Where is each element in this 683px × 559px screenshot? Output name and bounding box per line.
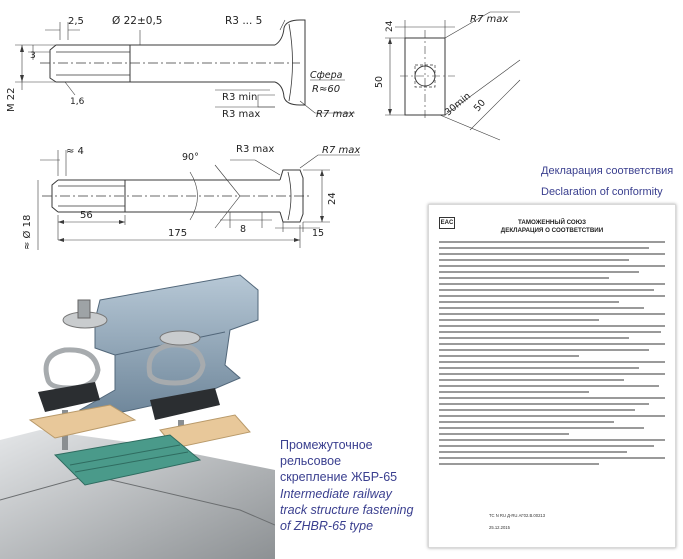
document-text-line bbox=[439, 271, 639, 273]
document-text-line bbox=[439, 373, 665, 375]
pad-left bbox=[28, 404, 137, 439]
dim-r3-min: R3 min bbox=[222, 92, 257, 103]
nut-dim-30min: 30min bbox=[443, 91, 473, 119]
technical-drawings: 2,5 Ø 22±0,5 R3 ... 5 3 M 22 1,6 Сфера R… bbox=[6, 11, 521, 250]
fastening-caption-en-line1: Intermediate railway bbox=[280, 487, 392, 501]
clamp-left bbox=[38, 382, 100, 412]
document-text-line bbox=[439, 367, 639, 369]
dim-sphere-radius: R≈60 bbox=[312, 84, 340, 95]
bolt-top-drawing bbox=[15, 19, 355, 114]
declaration-document: EAC ТАМОЖЕННЫЙ СОЮЗ ДЕКЛАРАЦИЯ О СООТВЕТ… bbox=[428, 204, 676, 548]
nut-dim-50: 50 bbox=[374, 76, 385, 88]
document-text-line bbox=[439, 421, 614, 423]
nut-dim-r7-max: R7 max bbox=[470, 14, 508, 25]
document-text-line bbox=[439, 397, 665, 399]
fastening-illustration bbox=[0, 274, 275, 559]
document-text-line bbox=[439, 361, 665, 363]
dim-m22: M 22 bbox=[6, 87, 17, 112]
document-text-line bbox=[439, 457, 665, 459]
clamp-clips bbox=[43, 299, 206, 391]
document-text-line bbox=[439, 349, 649, 351]
dim-1-6: 1,6 bbox=[70, 97, 85, 107]
document-text-line bbox=[439, 451, 627, 453]
document-text-line bbox=[439, 241, 665, 243]
document-text-line bbox=[439, 439, 665, 441]
dim-diameter-22: Ø 22±0,5 bbox=[112, 15, 162, 27]
document-title-line1: ТАМОЖЕННЫЙ СОЮЗ bbox=[517, 219, 586, 226]
fastening-caption-ru-line1: Промежуточное bbox=[280, 438, 373, 452]
document-text-line bbox=[439, 331, 661, 333]
document-text-line bbox=[439, 295, 665, 297]
document-title: ТАМОЖЕННЫЙ СОЮЗ ДЕКЛАРАЦИЯ О СООТВЕТСТВИ… bbox=[429, 219, 675, 235]
dim-r3-5: R3 ... 5 bbox=[225, 15, 262, 27]
document-text-line bbox=[439, 313, 665, 315]
document-text-line bbox=[439, 355, 579, 357]
document-text-line bbox=[439, 283, 665, 285]
dim-175: 175 bbox=[168, 228, 187, 239]
document-registration: TC N RU Д-RU.АГ02.В.00213 bbox=[489, 513, 546, 518]
nut-drawing bbox=[385, 11, 521, 141]
fastening-caption-en-line3: of ZHBR-65 type bbox=[280, 519, 374, 533]
document-text-line bbox=[439, 343, 665, 345]
eac-logo: EAC bbox=[439, 217, 455, 229]
document-text-line bbox=[439, 409, 635, 411]
nut-dim-50-diag: 50 bbox=[472, 98, 488, 114]
dim-r7-max-top: R7 max bbox=[316, 109, 354, 120]
fastening-caption-en: Intermediate railway track structure fas… bbox=[280, 486, 420, 534]
document-text-line bbox=[439, 415, 665, 417]
document-text-line bbox=[439, 325, 665, 327]
fastening-caption-en-line2: track structure fastening bbox=[280, 503, 414, 517]
fastening-caption-ru: Промежуточное рельсовое скрепление ЖБР-6… bbox=[280, 437, 420, 485]
document-text-line bbox=[439, 247, 649, 249]
document-text-line bbox=[439, 319, 599, 321]
document-title-line2: ДЕКЛАРАЦИЯ О СООТВЕТСТВИИ bbox=[500, 227, 604, 234]
document-text-line bbox=[439, 259, 629, 261]
document-text-line bbox=[439, 253, 665, 255]
dim-4: ≈ 4 bbox=[66, 146, 84, 157]
document-text-line bbox=[439, 433, 569, 435]
document-valid-until: 25.12.2015 bbox=[489, 525, 510, 530]
document-text-line bbox=[439, 307, 644, 309]
dim-diameter-18: ≈ Ø 18 bbox=[21, 215, 33, 250]
dim-2-5: 2,5 bbox=[68, 16, 84, 27]
dim-24-bottom: 24 bbox=[327, 192, 338, 205]
clamp-right bbox=[150, 388, 220, 420]
document-text-line bbox=[439, 379, 624, 381]
bolt-bottom-drawing bbox=[37, 150, 360, 250]
dim-15: 15 bbox=[312, 228, 324, 239]
dim-r7-max-bottom: R7 max bbox=[322, 145, 360, 156]
declaration-caption-ru: Декларация соответствия bbox=[541, 165, 674, 177]
dim-56: 56 bbox=[80, 210, 93, 221]
document-text-line bbox=[439, 385, 659, 387]
document-text-line bbox=[439, 391, 589, 393]
dim-8: 8 bbox=[240, 224, 246, 235]
fastening-caption-ru-line3: скрепление ЖБР-65 bbox=[280, 470, 398, 484]
dim-sphere-label: Сфера bbox=[310, 70, 343, 81]
dim-r3-max-bottom: R3 max bbox=[236, 144, 274, 155]
document-text-line bbox=[439, 337, 629, 339]
fastening-caption-ru-line2: рельсовое bbox=[280, 454, 342, 468]
nut-dim-24: 24 bbox=[385, 20, 395, 32]
dim-90-deg: 90° bbox=[182, 152, 199, 163]
document-text-line bbox=[439, 445, 654, 447]
document-text-line bbox=[439, 277, 609, 279]
dim-3: 3 bbox=[30, 51, 36, 61]
dim-r3-max-top: R3 max bbox=[222, 109, 260, 120]
declaration-caption-en: Declaration of conformity bbox=[541, 186, 663, 198]
document-text-line bbox=[439, 265, 665, 267]
document-text-line bbox=[439, 427, 644, 429]
document-text-line bbox=[439, 301, 619, 303]
document-text-line bbox=[439, 289, 654, 291]
document-text-line bbox=[439, 463, 599, 465]
document-text-line bbox=[439, 403, 649, 405]
